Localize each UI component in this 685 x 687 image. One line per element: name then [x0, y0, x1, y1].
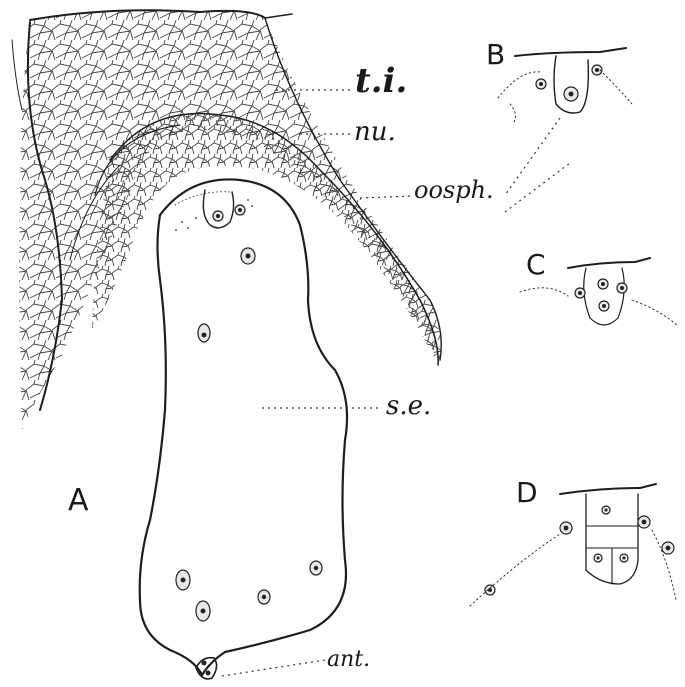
free-nuclei: [176, 248, 322, 621]
panel-label-d: D: [516, 476, 538, 509]
panel-label-b: B: [486, 38, 505, 71]
panel-c-detail: C: [520, 248, 678, 326]
label-integument: t.i.: [355, 61, 407, 101]
label-nucellus: nu.: [354, 117, 396, 147]
oosphere-apparatus-a: [175, 190, 253, 231]
label-oosphere: oosph.: [414, 176, 494, 204]
nucellus-layer: [70, 100, 460, 380]
panel-label-c: C: [526, 248, 546, 281]
label-sac-embryonnaire: s.e.: [386, 391, 431, 421]
panel-label-a: A: [68, 483, 89, 518]
label-antipodes: ant.: [327, 647, 370, 672]
panel-d-detail: D: [470, 476, 676, 606]
